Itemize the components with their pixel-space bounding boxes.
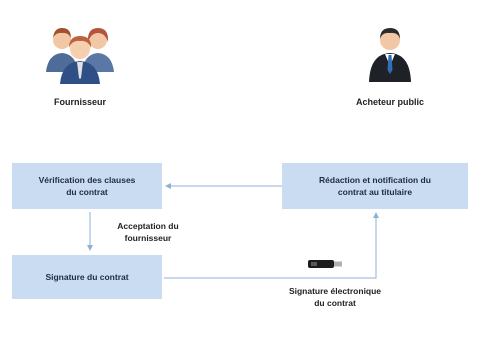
verification-label: Vérification des clauses du contrat <box>38 174 136 197</box>
e-signature-caption: Signature électronique du contrat <box>288 286 382 309</box>
buyer-label: Acheteur public <box>355 97 424 107</box>
usb-token-icon <box>308 257 342 269</box>
supplier-label: Fournisseur <box>53 97 106 107</box>
redaction-label: Rédaction et notification du contrat au … <box>319 174 431 197</box>
verification-box: Vérification des clauses du contrat <box>12 163 162 209</box>
businessman-icon <box>367 24 413 82</box>
supplier-group-icon <box>40 22 120 86</box>
signature-label: Signature du contrat <box>45 271 129 282</box>
arrow-signature-to-redaction <box>164 212 379 279</box>
redaction-box: Rédaction et notification du contrat au … <box>282 163 468 209</box>
signature-box: Signature du contrat <box>12 255 162 299</box>
acceptance-caption: Acceptation du fournisseur <box>117 221 179 244</box>
